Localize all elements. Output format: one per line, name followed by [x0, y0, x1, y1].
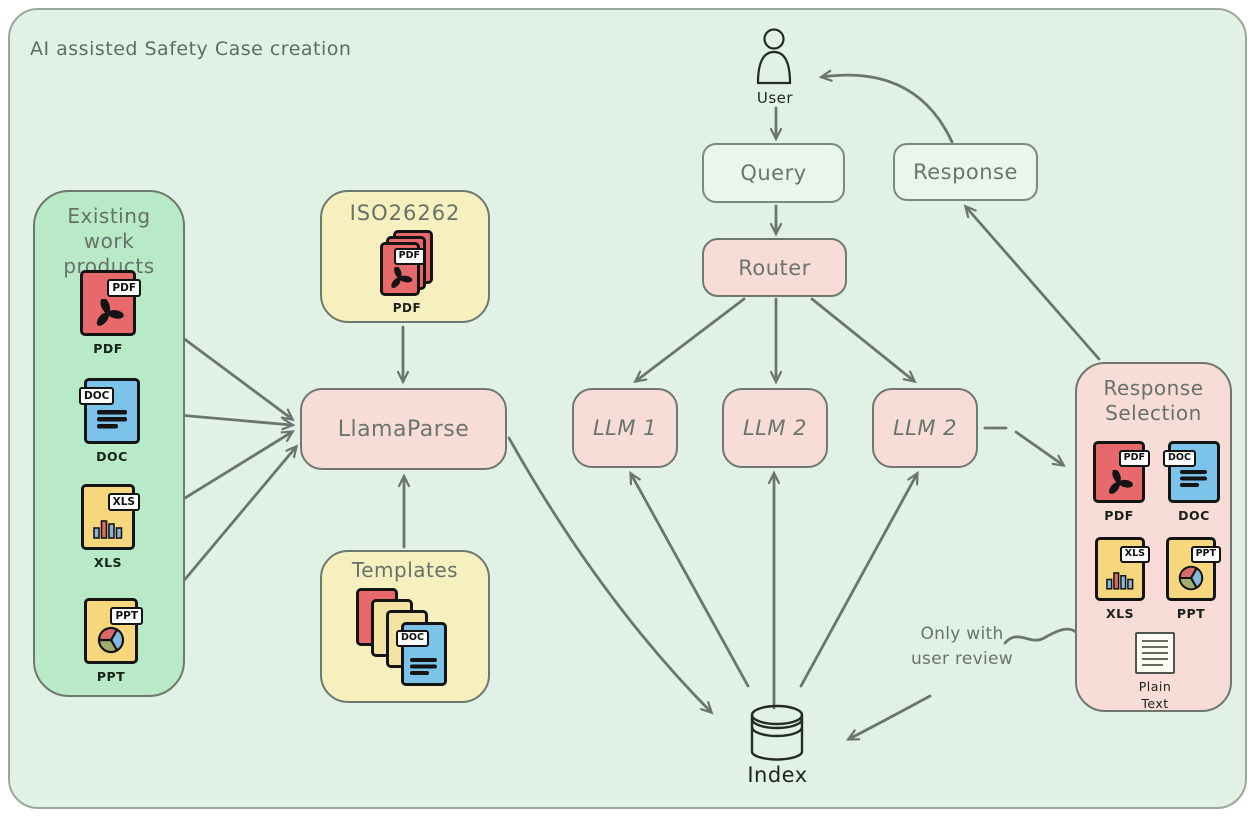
iso-pdf-badge: PDF: [393, 248, 425, 265]
router-label: Router: [738, 255, 811, 280]
existing-ppt-file: PPT PPT: [84, 598, 143, 684]
xls-barchart-icon: [1106, 572, 1134, 590]
templates-title: Templates: [351, 558, 459, 582]
plain-text-lines: [1142, 640, 1168, 666]
doc-lines-icon: [1180, 470, 1207, 487]
ppt-caption: PPT: [96, 669, 126, 684]
doc-badge: DOC: [79, 387, 115, 406]
query-label: Query: [740, 161, 807, 185]
pdf-propeller-icon: [391, 267, 413, 288]
existing-xls-file: XLS XLS: [81, 484, 140, 570]
index-database-icon: [750, 704, 804, 761]
doc-file-icon: DOC: [79, 378, 140, 444]
user-review-annotation: Only with user review: [910, 624, 1013, 669]
ppt-badge: PPT: [110, 607, 143, 626]
xls-badge: XLS: [1119, 546, 1150, 563]
pdf-badge: PDF: [107, 279, 141, 298]
doc-lines-icon: [97, 410, 127, 429]
selection-xls-file: XLS XLS: [1095, 537, 1150, 621]
ppt-caption: PPT: [1176, 606, 1206, 621]
ppt-badge: PPT: [1190, 546, 1221, 563]
ppt-file-icon: PPT: [84, 598, 143, 664]
templates-group: Templates DOC: [320, 550, 490, 703]
iso26262-title: ISO26262: [349, 201, 461, 225]
templates-doc-stack-icon: DOC: [356, 588, 456, 696]
llm3-label: LLM 2: [892, 416, 958, 440]
response-label: Response: [913, 160, 1018, 184]
llm3-node: LLM 2: [872, 388, 978, 468]
llm1-node: LLM 1: [572, 388, 678, 468]
existing-work-products-title: Existing work products: [63, 204, 155, 278]
index-label: Index: [747, 763, 808, 787]
xls-file-icon: XLS: [81, 484, 140, 550]
doc-badge: DOC: [1163, 450, 1196, 467]
selection-ppt-file: PPT PPT: [1166, 537, 1221, 621]
query-node: Query: [702, 143, 845, 203]
ppt-piechart-icon: [97, 626, 125, 654]
stack-sheet-doc: DOC: [396, 622, 447, 686]
xls-badge: XLS: [107, 493, 140, 512]
ppt-file-icon: PPT: [1166, 537, 1221, 601]
ppt-piechart-icon: [1178, 565, 1204, 591]
response-selection-title: Response Selection: [1103, 376, 1204, 425]
router-node: Router: [702, 238, 847, 297]
llm1-label: LLM 1: [592, 416, 658, 440]
pdf-propeller-icon: [1109, 470, 1134, 494]
selection-pdf-file: PDF PDF: [1093, 441, 1150, 523]
selection-doc-file: DOC DOC: [1163, 441, 1220, 523]
page-title: AI assisted Safety Case creation: [30, 38, 352, 60]
existing-doc-file: DOC DOC: [79, 378, 140, 464]
user-icon: [756, 28, 792, 85]
user-label: User: [756, 89, 794, 107]
doc-file-icon: DOC: [1163, 441, 1220, 503]
llamaparse-node: LlamaParse: [300, 388, 507, 470]
llm2-node: LLM 2: [722, 388, 828, 468]
existing-pdf-file: PDF PDF: [80, 270, 141, 356]
stack-sheet-front: PDF: [380, 242, 425, 296]
doc-caption: DOC: [1178, 508, 1210, 523]
doc-lines-icon: [410, 658, 437, 675]
doc-caption: DOC: [96, 449, 128, 464]
pdf-caption: PDF: [93, 341, 123, 356]
plain-text-caption: Plain Text: [1138, 679, 1172, 711]
llamaparse-label: LlamaParse: [337, 416, 470, 442]
iso-pdf-stack-icon: PDF: [380, 230, 434, 300]
plain-text-icon: [1135, 632, 1175, 674]
iso26262-group: ISO26262 PDF PDF: [320, 190, 490, 323]
pdf-propeller-icon: [96, 299, 124, 326]
iso-pdf-caption: PDF: [392, 301, 422, 315]
selection-plaintext-file: Plain Text: [1135, 632, 1175, 713]
pdf-file-icon: PDF: [1093, 441, 1150, 503]
pdf-badge: PDF: [1118, 450, 1150, 467]
xls-barchart-icon: [93, 520, 123, 539]
pdf-caption: PDF: [1104, 508, 1134, 523]
xls-file-icon: XLS: [1095, 537, 1150, 601]
llm2-label: LLM 2: [742, 416, 808, 440]
templates-doc-badge: DOC: [396, 630, 429, 647]
xls-caption: XLS: [1105, 606, 1135, 621]
xls-caption: XLS: [93, 555, 123, 570]
response-node: Response: [893, 143, 1038, 201]
pdf-file-icon: PDF: [80, 270, 141, 336]
